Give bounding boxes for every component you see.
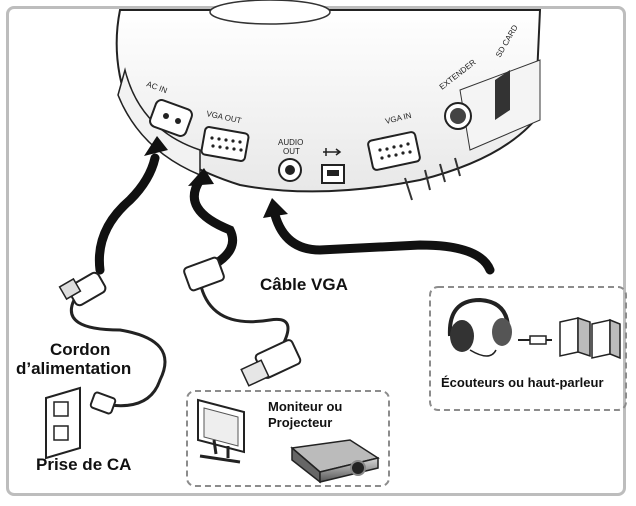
ac-outlet-label: Prise de CA bbox=[36, 455, 132, 474]
power-cord-label-2: d’alimentation bbox=[16, 359, 132, 378]
vga-cable bbox=[183, 256, 302, 387]
vga-arrowhead bbox=[188, 168, 214, 186]
ac-in-port bbox=[149, 99, 193, 137]
wall-outlet-icon bbox=[45, 386, 81, 460]
extender-port bbox=[444, 102, 472, 130]
audio-arrowhead bbox=[263, 198, 288, 218]
audio-plug-icon bbox=[518, 335, 552, 345]
connection-arrows bbox=[94, 153, 495, 275]
monitor-icon bbox=[197, 398, 245, 464]
usb-port bbox=[321, 148, 345, 184]
speakers-icon bbox=[559, 316, 621, 360]
audio-box bbox=[429, 286, 627, 411]
vga-out-arrow bbox=[189, 175, 238, 271]
audio-out-port bbox=[278, 158, 302, 182]
monitor-label-2: Projecteur bbox=[268, 415, 333, 430]
vga-out-port bbox=[200, 126, 250, 162]
power-cord-label-1: Cordon bbox=[50, 340, 111, 359]
power-arrow bbox=[94, 153, 160, 275]
headphones-icon bbox=[447, 297, 512, 357]
monitor-box bbox=[186, 390, 390, 487]
vga-cable-label: Câble VGA bbox=[260, 275, 348, 294]
audio-arrow bbox=[270, 210, 495, 275]
power-arrowhead bbox=[144, 136, 168, 156]
audio-label: Écouteurs ou haut-parleur bbox=[441, 375, 604, 390]
vga-in-port bbox=[367, 131, 421, 171]
audio-out-label-1: AUDIO bbox=[278, 138, 303, 147]
monitor-label-1: Moniteur ou bbox=[268, 399, 343, 414]
projector-icon bbox=[290, 439, 380, 484]
power-cord bbox=[58, 271, 167, 415]
audio-out-label-2: OUT bbox=[283, 147, 300, 156]
